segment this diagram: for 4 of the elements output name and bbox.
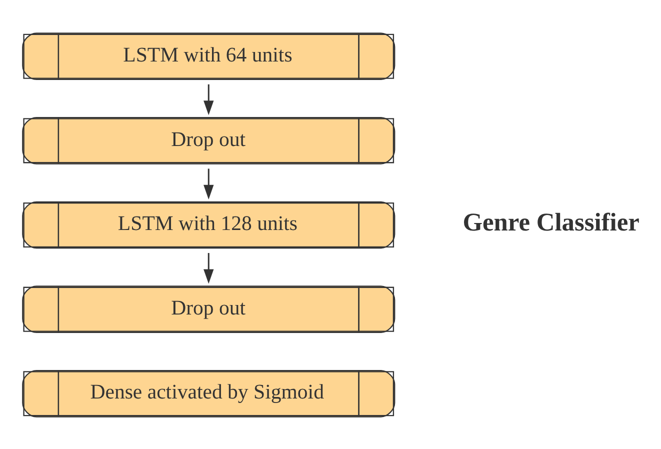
- arrow: [204, 84, 214, 115]
- arrow: [204, 252, 214, 284]
- label: Genre Classifier: [462, 208, 640, 236]
- arrow: [204, 168, 214, 199]
